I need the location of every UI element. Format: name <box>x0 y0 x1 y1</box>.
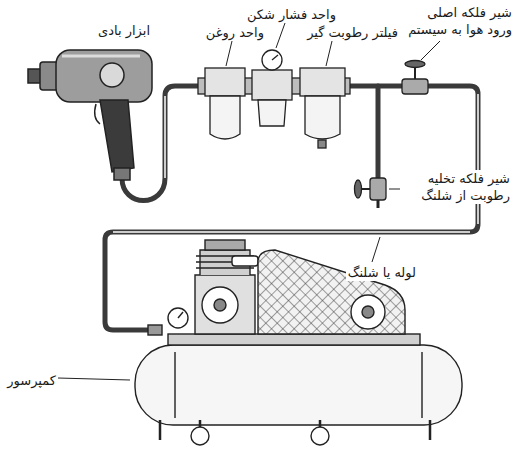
valve-body <box>402 79 428 94</box>
lubricator-bowl <box>210 96 240 139</box>
part-label: فیلتر رطوبت گیر <box>305 24 400 41</box>
drain-branch <box>376 86 381 180</box>
wheel <box>191 427 209 445</box>
cylinder-head <box>205 240 245 250</box>
outlet-valve <box>148 325 162 335</box>
filter-head <box>300 68 345 96</box>
label-slot: شیر فلکه تخلیه رطوبت از شلنگ <box>402 170 512 204</box>
hose-fitting <box>114 168 130 180</box>
label-slot: واحد فشار شکن <box>218 4 338 23</box>
drain-outlet <box>377 200 380 208</box>
pump-platform <box>168 334 420 345</box>
gauge-needle <box>272 55 278 60</box>
wrench-handle <box>100 100 134 172</box>
leader-line <box>421 41 440 60</box>
frl-unit <box>198 50 350 148</box>
filter-bowl <box>305 96 340 139</box>
hose-shine <box>477 94 479 224</box>
regulator-body <box>252 70 292 100</box>
valve-handwheel <box>405 61 425 68</box>
flywheel-center <box>214 299 226 311</box>
wrench-shine <box>62 55 140 58</box>
wheel <box>311 427 329 445</box>
hose-shine <box>113 231 470 233</box>
leader-line <box>389 189 400 190</box>
flywheel-hub <box>202 287 238 323</box>
part-label: شیر فلکه تخلیه رطوبت از شلنگ <box>402 170 512 204</box>
pipe-highlight <box>113 94 478 232</box>
leader-line <box>326 41 332 66</box>
label-slot: لوله یا شلنگ <box>308 262 418 281</box>
pump-crankcase <box>195 275 255 334</box>
air-tank <box>135 345 462 425</box>
compressor <box>58 240 462 445</box>
tool-hose <box>122 86 202 201</box>
main-valve <box>402 61 428 95</box>
leader-line <box>276 23 285 48</box>
label-slot: ابزار بادی <box>32 20 152 39</box>
belt-guard <box>258 250 405 334</box>
valve-handwheel <box>355 180 362 198</box>
lubricator-head <box>205 68 245 96</box>
filter-drain <box>318 140 326 148</box>
regulator-knob <box>258 100 286 126</box>
tank-gauge <box>168 308 188 328</box>
drain-valve <box>355 178 387 208</box>
intake-filter <box>232 256 258 266</box>
part-label: واحد روغن <box>204 24 266 41</box>
pressure-gauge <box>262 50 282 70</box>
leader-line <box>58 378 130 380</box>
wrench-trigger <box>95 104 100 124</box>
part-label: شیر فلکه اصلی ورود هوا به سیستم <box>406 4 514 38</box>
tank-seam <box>175 352 422 418</box>
label-slot: فیلتر رطوبت گیر <box>290 22 400 41</box>
leader-line <box>226 41 232 66</box>
part-label: کمپرسور <box>5 372 58 389</box>
label-slot: کمپرسور <box>0 370 58 389</box>
leader-line <box>372 237 380 262</box>
valve-body <box>370 178 386 200</box>
motor-pulley <box>351 295 385 329</box>
label-slot: واحد روغن <box>176 22 266 41</box>
leader-lines <box>226 23 440 262</box>
hose-shine <box>164 96 166 178</box>
part-label: ابزار بادی <box>96 22 152 39</box>
label-slot: شیر فلکه اصلی ورود هوا به سیستم <box>406 4 514 38</box>
wrench-logo <box>100 63 124 87</box>
wrench-body <box>56 50 152 102</box>
gauge-needle <box>178 312 183 318</box>
impact-wrench <box>28 50 152 180</box>
part-label: لوله یا شلنگ <box>346 264 418 281</box>
pulley-center <box>362 306 374 318</box>
part-label: واحد فشار شکن <box>245 6 338 23</box>
